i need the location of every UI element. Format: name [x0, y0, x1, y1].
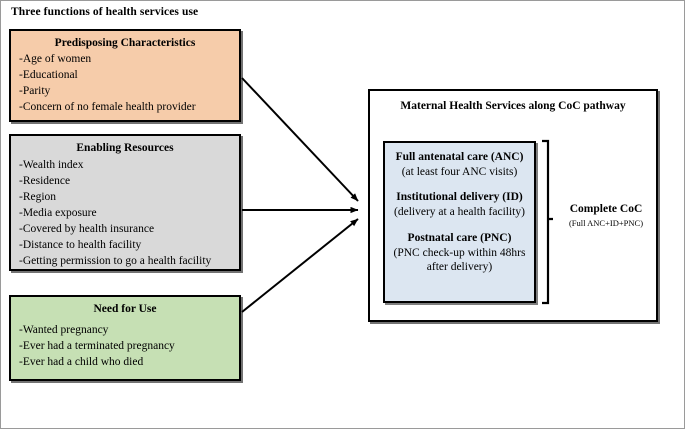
list-item: -Getting permission to go a health facil… [19, 254, 212, 267]
outcome-panel-title: Maternal Health Services along CoC pathw… [400, 100, 626, 112]
list-item: -Residence [19, 175, 71, 188]
service-pnc: Postnatal care (PNC) (PNC check-up withi… [385, 231, 534, 275]
complete-coc-title: Complete CoC [569, 203, 643, 215]
list-item: -Ever had a child who died [19, 356, 144, 369]
figure-caption: Three functions of health services use [11, 6, 199, 18]
list-item: -Covered by health insurance [19, 222, 155, 235]
predisposing-item-list: -Age of women -Educational -Parity -Conc… [19, 52, 231, 115]
service-id-name: Institutional delivery (ID) [396, 191, 523, 204]
predisposing-characteristics-box: Predisposing Characteristics -Age of wom… [9, 29, 241, 122]
enabling-title: Enabling Resources [76, 142, 174, 154]
arrow-need-to-outcome [241, 218, 359, 313]
service-pnc-desc: (PNC check-up within 48hrs after deliver… [393, 246, 526, 274]
list-item: -Ever had a terminated pregnancy [19, 340, 175, 353]
outcome-panel: Maternal Health Services along CoC pathw… [368, 89, 658, 322]
list-item: -Wealth index [19, 159, 84, 172]
arrow-predisposing-to-outcome [241, 77, 359, 202]
coc-brace-icon [540, 139, 553, 305]
list-item: -Parity [19, 85, 51, 98]
complete-coc-label: Complete CoC (Full ANC+ID+PNC) [556, 203, 656, 228]
list-item: -Region [19, 191, 57, 204]
list-item: -Distance to health facility [19, 238, 142, 251]
enabling-resources-box: Enabling Resources -Wealth index -Reside… [9, 134, 241, 271]
need-title: Need for Use [93, 303, 157, 315]
list-item: -Wanted pregnancy [19, 324, 109, 337]
list-item: -Concern of no female health provider [19, 100, 196, 113]
complete-coc-formula: (Full ANC+ID+PNC) [568, 217, 644, 228]
list-item: -Age of women [19, 53, 92, 66]
service-anc: Full antenatal care (ANC) (at least four… [385, 150, 534, 179]
need-item-list: -Wanted pregnancy -Ever had a terminated… [19, 323, 231, 371]
service-pnc-name: Postnatal care (PNC) [407, 231, 512, 244]
maternal-services-box: Full antenatal care (ANC) (at least four… [383, 141, 536, 303]
service-id-desc: (delivery at a health facility) [394, 206, 525, 219]
service-id: Institutional delivery (ID) (delivery at… [385, 190, 534, 219]
service-anc-name: Full antenatal care (ANC) [395, 151, 524, 163]
list-item: -Media exposure [19, 206, 97, 219]
predisposing-title: Predisposing Characteristics [54, 37, 196, 49]
list-item: -Educational [19, 69, 78, 82]
enabling-item-list: -Wealth index -Residence -Region -Media … [19, 158, 231, 269]
service-anc-desc: (at least four ANC visits) [401, 165, 518, 178]
need-for-use-box: Need for Use -Wanted pregnancy -Ever had… [9, 295, 241, 381]
